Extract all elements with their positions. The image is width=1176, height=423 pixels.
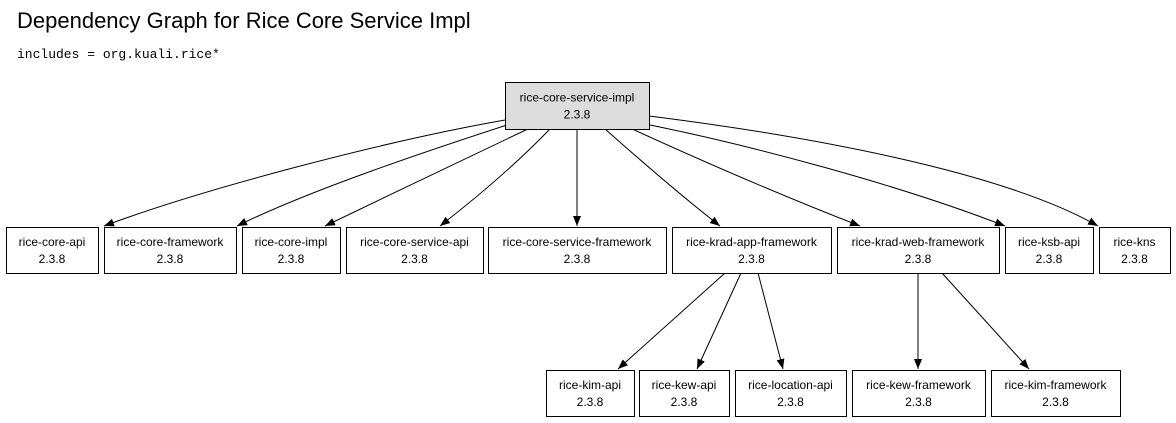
node-box (1099, 227, 1171, 274)
includes-filter: includes = org.kuali.rice* (17, 47, 220, 62)
node-core-service-api: rice-core-service-api 2.3.8 (346, 227, 484, 274)
node-kew-api: rice-kew-api 2.3.8 (639, 370, 730, 417)
edge-krad-web-framework-to-kim-framework (941, 272, 1030, 370)
node-name: rice-krad-web-framework (852, 235, 986, 249)
node-name: rice-krad-app-framework (686, 235, 818, 249)
edge-root-to-ksb-api (644, 123, 1006, 227)
node-version: 2.3.8 (564, 108, 591, 122)
edge-root-to-core-impl (324, 127, 531, 227)
edge-root-to-core-api (103, 119, 506, 227)
node-name: rice-core-service-api (360, 235, 469, 249)
node-krad-web-framework: rice-krad-web-framework 2.3.8 (837, 227, 1000, 274)
node-name: rice-kim-api (559, 378, 621, 392)
node-box (639, 370, 730, 417)
node-core-api: rice-core-api 2.3.8 (6, 227, 99, 274)
node-name: rice-location-api (748, 378, 833, 392)
node-box (346, 227, 484, 274)
node-version: 2.3.8 (401, 252, 428, 266)
node-box (991, 370, 1121, 417)
node-box (546, 370, 635, 417)
node-core-service-framework: rice-core-service-framework 2.3.8 (488, 227, 667, 274)
node-name: rice-core-framework (117, 235, 225, 249)
edge-root-to-krad-app-framework (604, 128, 721, 227)
nodes-layer: rice-core-service-impl2.3.8rice-core-api… (6, 82, 1171, 417)
node-version: 2.3.8 (577, 395, 604, 409)
edge-root-to-core-service-api (439, 128, 551, 227)
node-version: 2.3.8 (1042, 395, 1069, 409)
node-name: rice-ksb-api (1018, 235, 1080, 249)
node-core-framework: rice-core-framework 2.3.8 (104, 227, 237, 274)
node-box (837, 227, 1000, 274)
edge-krad-app-framework-to-location-api (757, 272, 785, 370)
node-version: 2.3.8 (905, 395, 932, 409)
node-box (1005, 227, 1094, 274)
node-version: 2.3.8 (564, 252, 591, 266)
node-version: 2.3.8 (777, 395, 804, 409)
node-name: rice-core-impl (255, 235, 328, 249)
node-version: 2.3.8 (1121, 252, 1148, 266)
node-box (104, 227, 237, 274)
node-kew-framework: rice-kew-framework 2.3.8 (852, 370, 986, 417)
edge-krad-app-framework-to-kew-api (696, 272, 742, 370)
node-name: rice-core-service-framework (503, 235, 653, 249)
node-name: rice-kew-framework (866, 378, 972, 392)
node-name: rice-core-service-impl (520, 91, 635, 105)
edge-root-to-krad-web-framework (629, 127, 861, 227)
node-box (6, 227, 99, 274)
node-kim-api: rice-kim-api 2.3.8 (546, 370, 635, 417)
node-version: 2.3.8 (905, 252, 932, 266)
edges-layer (103, 115, 1099, 370)
node-version: 2.3.8 (738, 252, 765, 266)
page-title: Dependency Graph for Rice Core Service I… (17, 8, 471, 33)
node-box (852, 370, 986, 417)
node-name: rice-kew-api (652, 378, 717, 392)
edge-root-to-core-framework (236, 123, 511, 227)
node-location-api: rice-location-api 2.3.8 (735, 370, 847, 417)
node-box (505, 82, 650, 130)
node-name: rice-core-api (19, 235, 86, 249)
node-name: rice-kns (1113, 235, 1155, 249)
node-version: 2.3.8 (157, 252, 184, 266)
edge-root-to-kns (648, 115, 1099, 227)
node-name: rice-kim-framework (1005, 378, 1108, 392)
node-core-impl: rice-core-impl 2.3.8 (242, 227, 341, 274)
node-kim-framework: rice-kim-framework 2.3.8 (991, 370, 1121, 417)
node-version: 2.3.8 (39, 252, 66, 266)
node-box (735, 370, 847, 417)
node-kns: rice-kns 2.3.8 (1099, 227, 1171, 274)
node-box (242, 227, 341, 274)
node-ksb-api: rice-ksb-api 2.3.8 (1005, 227, 1094, 274)
node-version: 2.3.8 (671, 395, 698, 409)
node-root: rice-core-service-impl 2.3.8 (505, 82, 650, 130)
node-box (488, 227, 667, 274)
node-version: 2.3.8 (1036, 252, 1063, 266)
edge-krad-app-framework-to-kim-api (617, 272, 726, 370)
node-box (672, 227, 832, 274)
node-krad-app-framework: rice-krad-app-framework 2.3.8 (672, 227, 832, 274)
node-version: 2.3.8 (278, 252, 305, 266)
